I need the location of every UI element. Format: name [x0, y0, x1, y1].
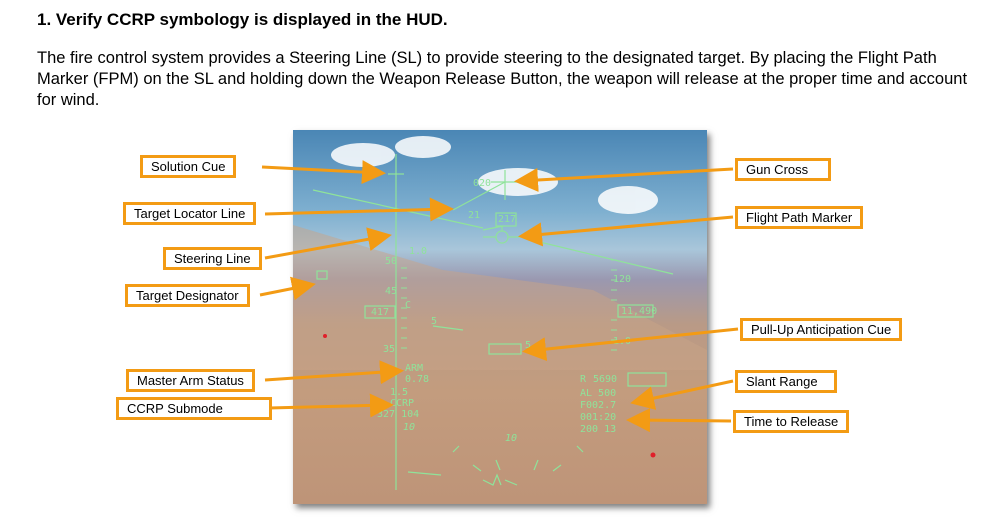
hud-time: 001:20: [580, 412, 617, 423]
hud-200-13: 200 13: [580, 424, 617, 435]
hud-g-load: 1.5: [390, 387, 409, 398]
hud-pitch-10: 10: [403, 422, 416, 433]
clouds: [331, 136, 658, 214]
hud-speed-35: 35: [383, 344, 396, 355]
hud-pitch-21: 21: [468, 210, 481, 221]
hud-heading-tick: 020: [473, 178, 492, 189]
hud-pitch-10b: 10: [505, 433, 518, 444]
step-heading: 1. Verify CCRP symbology is displayed in…: [37, 10, 448, 29]
callout-ccrp-submode: CCRP Submode: [116, 397, 272, 420]
hud-arm: ARM: [405, 363, 424, 374]
hud-mach: 0.78: [405, 374, 430, 385]
hud-f002: F002.7: [580, 400, 617, 411]
hud-alt-120: 120: [613, 274, 632, 285]
hud-range-box: 5690: [593, 374, 618, 385]
hud-alt-10: 1.0: [613, 336, 632, 347]
callout-pull-up-cue: Pull-Up Anticipation Cue: [740, 318, 903, 341]
callout-gun-cross: Gun Cross: [735, 158, 831, 181]
callout-target-designator: Target Designator: [125, 284, 250, 307]
hud-ccrp: CCRP: [390, 398, 415, 409]
callout-steering-line: Steering Line: [163, 247, 262, 270]
hud-g-value: 1.0: [409, 246, 428, 257]
hud-speed-45: 45: [385, 286, 398, 297]
hud-327-104: 327 104: [377, 409, 420, 420]
callout-solution-cue: Solution Cue: [140, 155, 237, 178]
hud-al: AL 500: [580, 388, 617, 399]
hud-speed-50: 50: [385, 256, 398, 267]
callout-target-locator-line: Target Locator Line: [123, 202, 257, 225]
callout-master-arm-status: Master Arm Status: [126, 369, 255, 392]
hud-c-marker: C: [405, 300, 412, 311]
description-paragraph: The fire control system provides a Steer…: [37, 49, 968, 109]
hud-airspeed-box: 417: [371, 307, 390, 318]
hud-range-label: R: [580, 374, 587, 385]
callout-slant-range: Slant Range: [735, 370, 837, 393]
callout-time-to-release: Time to Release: [733, 410, 850, 433]
hud-symbology: [293, 136, 707, 490]
hud-heading-box: 217: [498, 214, 517, 225]
hud-alt-box: 11,490: [621, 306, 658, 317]
hud-pitch-5b: 5: [525, 340, 532, 351]
hud-pitch-5: 5: [431, 316, 438, 327]
hud-screenshot: 020 21 217 1.0 50 45 C 417 5 5 120 11,49…: [293, 130, 707, 504]
callout-flight-path-marker: Flight Path Marker: [735, 206, 864, 229]
